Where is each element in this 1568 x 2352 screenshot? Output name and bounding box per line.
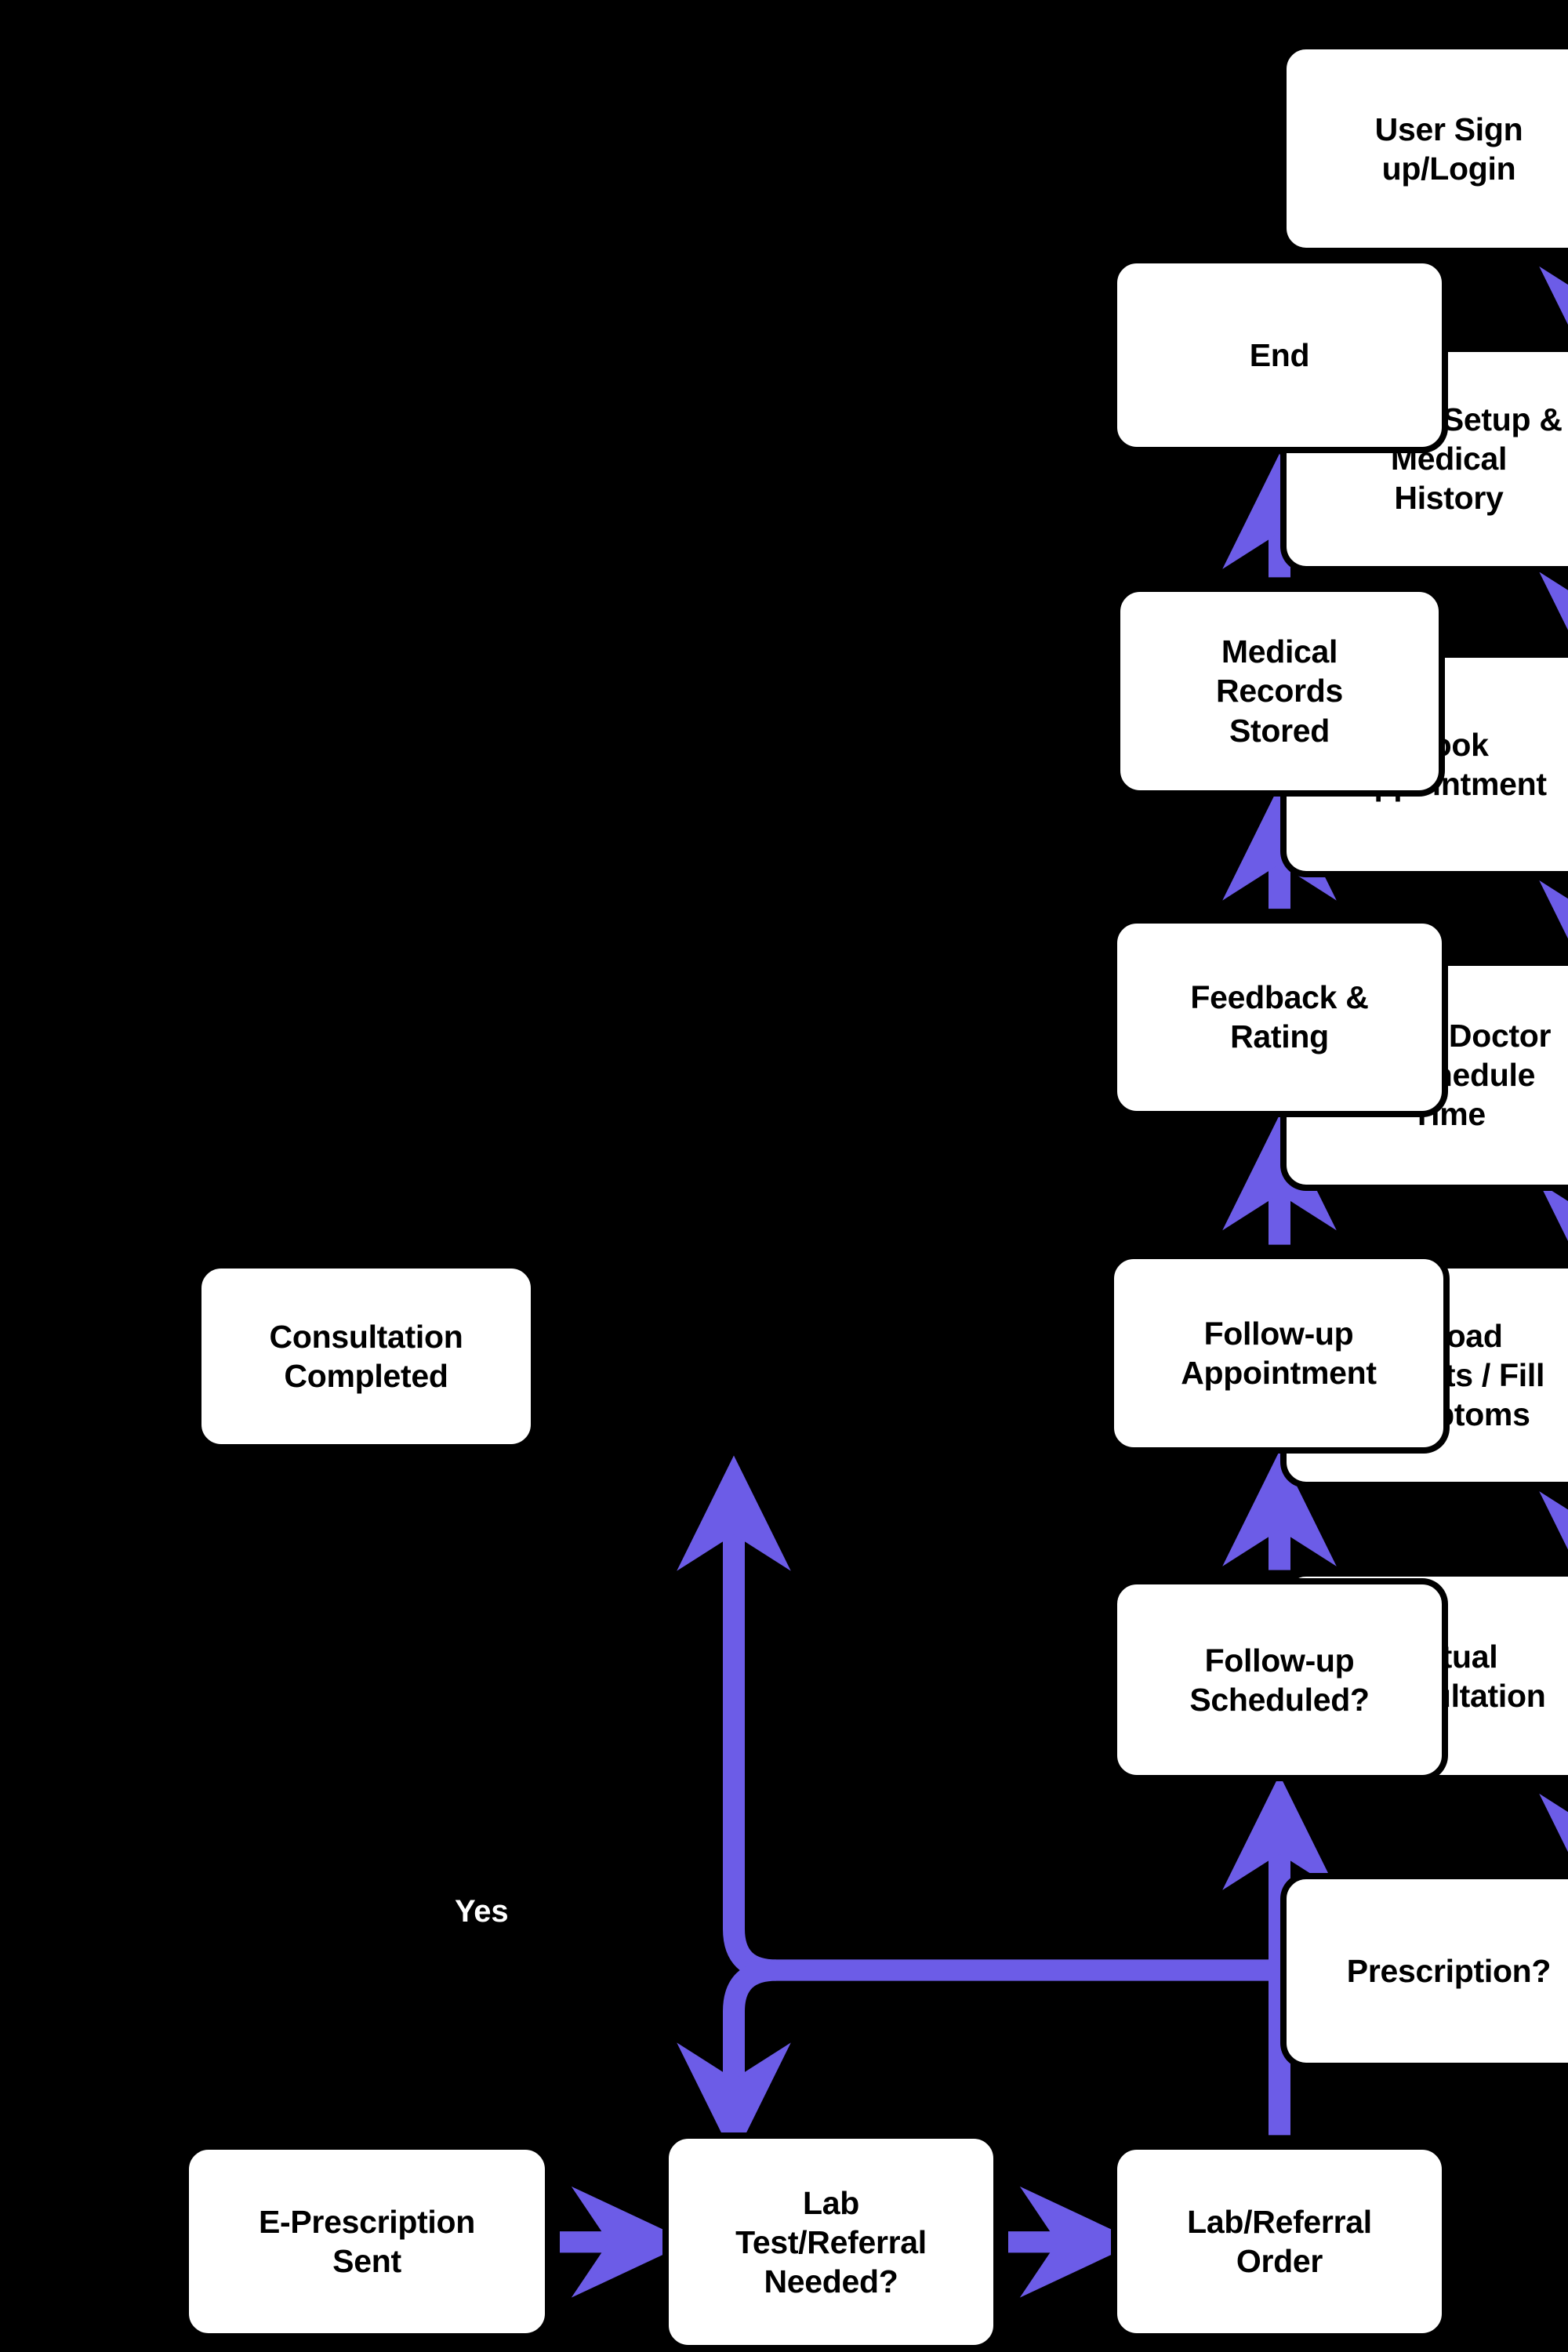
node-lab-referral-order[interactable]: Lab/Referral Order — [1113, 2146, 1446, 2337]
node-label: Medical Records Stored — [1216, 633, 1343, 749]
node-eprescription-sent[interactable]: E-Prescription Sent — [185, 2146, 549, 2337]
node-label: Consultation Completed — [269, 1318, 463, 1394]
node-followup-appointment[interactable]: Follow-up Appointment — [1110, 1255, 1447, 1451]
edge-prescription-to-eprescription-sent — [677, 1959, 791, 2158]
node-medical-records-stored[interactable]: Medical Records Stored — [1116, 588, 1443, 794]
edge-label-yes: Yes — [455, 1894, 509, 1929]
node-end[interactable]: End — [1113, 260, 1446, 451]
node-user-signup[interactable]: User Sign up/Login — [1283, 45, 1568, 252]
node-label: Feedback & Rating — [1190, 979, 1369, 1055]
node-followup-scheduled-decision[interactable]: Follow-up Scheduled? — [1113, 1581, 1446, 1780]
edge-label-text: Yes — [455, 1894, 509, 1929]
node-label: Lab Test/Referral Needed? — [735, 2184, 927, 2299]
node-label: Follow-up Scheduled? — [1189, 1642, 1370, 1718]
node-label: Prescription? — [1346, 1952, 1552, 1989]
node-label: Follow-up Appointment — [1181, 1315, 1377, 1391]
node-consultation-completed[interactable]: Consultation Completed — [198, 1264, 535, 1448]
node-feedback-rating[interactable]: Feedback & Rating — [1113, 919, 1446, 1116]
node-prescription-decision[interactable]: Prescription? — [1283, 1875, 1568, 2067]
node-lab-test-referral-decision[interactable]: Lab Test/Referral Needed? — [665, 2135, 997, 2350]
node-label: End — [1249, 336, 1310, 373]
node-label: Lab/Referral Order — [1187, 2203, 1372, 2279]
node-label: E-Prescription Sent — [258, 2203, 476, 2279]
node-label: User Sign up/Login — [1374, 111, 1523, 187]
